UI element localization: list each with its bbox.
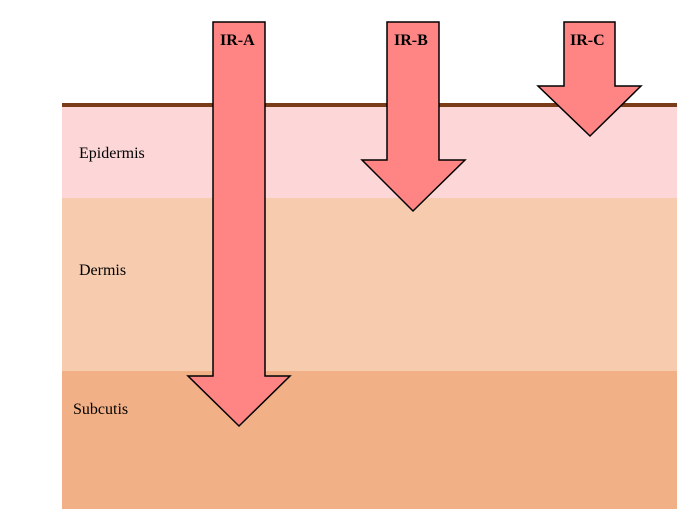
ir-a-label: IR-A	[220, 32, 255, 49]
dermis-label: Dermis	[79, 262, 127, 279]
ir-b-label: IR-B	[394, 32, 428, 49]
ir-c-label: IR-C	[570, 32, 605, 49]
epidermis-layer	[62, 107, 677, 198]
subcutis-label: Subcutis	[73, 401, 129, 418]
dermis-layer	[62, 198, 677, 371]
epidermis-label: Epidermis	[79, 145, 145, 162]
ir-b-arrow	[360, 21, 467, 213]
skin-surface-line	[62, 103, 677, 107]
ir-c-arrow	[536, 21, 643, 138]
ir-a-arrow	[186, 21, 292, 428]
subcutis-layer	[62, 371, 677, 509]
